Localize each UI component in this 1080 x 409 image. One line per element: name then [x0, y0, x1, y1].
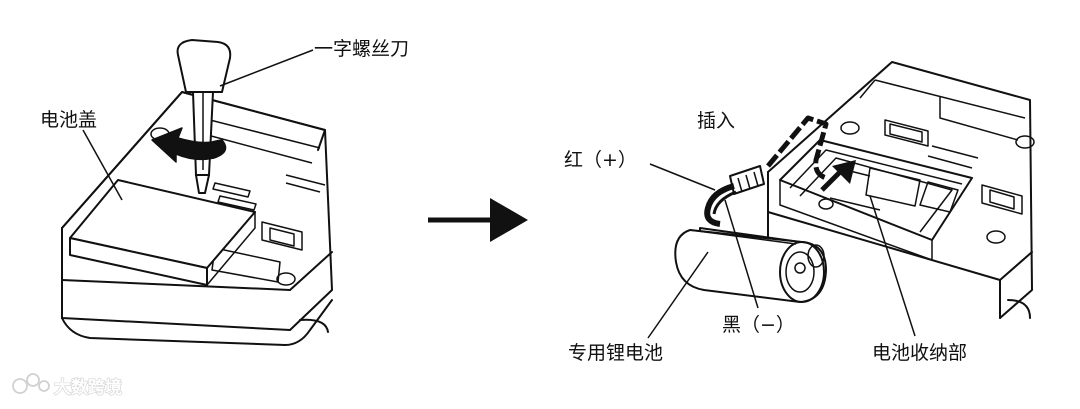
watermark-text: 大数跨境 [54, 377, 122, 398]
battery-compartment-label: 电池收纳部 [872, 342, 967, 364]
battery-compartment [780, 140, 972, 260]
red-wire-label: 红（+） [564, 149, 637, 171]
battery-cover-leader [83, 130, 122, 200]
battery-cover-label: 电池盖 [40, 109, 97, 131]
right-arrow-icon [428, 198, 528, 242]
screwdriver-label: 一字螺丝刀 [314, 38, 409, 60]
battery-cover [70, 180, 255, 285]
watermark-logo-icon [13, 374, 49, 393]
red-wire-leader [650, 164, 715, 190]
insert-label: 插入 [697, 110, 735, 132]
screwdriver-leader [220, 50, 313, 86]
black-wire-label: 黑（−） [722, 314, 795, 336]
lithium-battery-label: 专用锂电池 [568, 342, 663, 364]
watermark: 大数跨境 [13, 374, 122, 398]
rotate-arrow-icon [152, 128, 226, 162]
lithium-battery-pack [675, 228, 826, 302]
screwdriver-icon [178, 40, 231, 193]
